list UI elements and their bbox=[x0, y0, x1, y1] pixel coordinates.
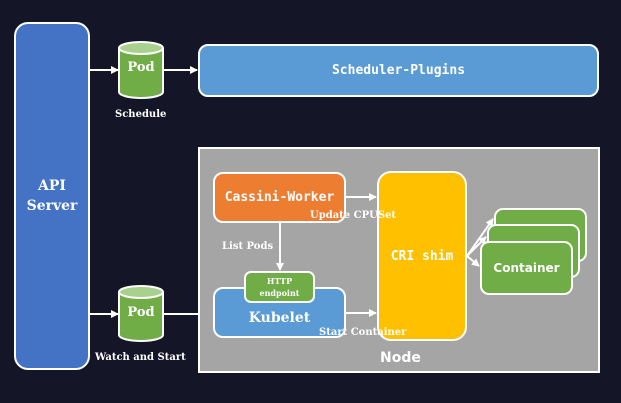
arrow-cri-to-container-1 bbox=[466, 218, 494, 257]
cassini-worker-label: Cassini-Worker bbox=[224, 190, 335, 205]
cassini-worker-box: Cassini-Worker bbox=[213, 172, 346, 223]
api-server-label-line2: Server bbox=[26, 198, 78, 214]
pod-top-cylinder bbox=[118, 41, 164, 99]
cri-shim-label: CRI shim bbox=[390, 248, 454, 264]
arrow-cri-to-container-3 bbox=[466, 255, 480, 267]
pod-bottom-label: Pod bbox=[127, 305, 155, 320]
scheduler-plugins-box: Scheduler-Plugins bbox=[198, 44, 599, 97]
http-endpoint-line1: HTTP bbox=[266, 276, 293, 286]
cri-shim-box: CRI shim bbox=[377, 171, 467, 341]
container-label: Container bbox=[493, 261, 560, 275]
pod-bottom-caption: Watch and Start bbox=[95, 352, 186, 363]
edge-label-update-cpuset: Update CPUSet bbox=[310, 210, 397, 221]
node-label: Node bbox=[380, 350, 421, 366]
pod-top-label: Pod bbox=[127, 60, 155, 75]
api-server-label-line1: API bbox=[38, 178, 66, 194]
pod-bottom-cylinder bbox=[118, 285, 164, 342]
kubelet-label: Kubelet bbox=[248, 309, 311, 326]
http-endpoint-line2: endpoint bbox=[259, 288, 300, 298]
edge-label-list-pods: List Pods bbox=[222, 241, 274, 252]
scheduler-plugins-label: Scheduler-Plugins bbox=[331, 63, 466, 78]
http-endpoint-box: HTTP endpoint bbox=[244, 271, 315, 303]
arrow-cri-to-container-2 bbox=[466, 236, 487, 257]
edge-label-start-container: Start Container bbox=[319, 327, 407, 338]
container-box-front: Container bbox=[480, 241, 573, 295]
api-server-box: API Server bbox=[14, 22, 90, 370]
kubelet-box: Kubelet bbox=[213, 287, 346, 338]
pod-top-caption: Schedule bbox=[115, 109, 167, 120]
